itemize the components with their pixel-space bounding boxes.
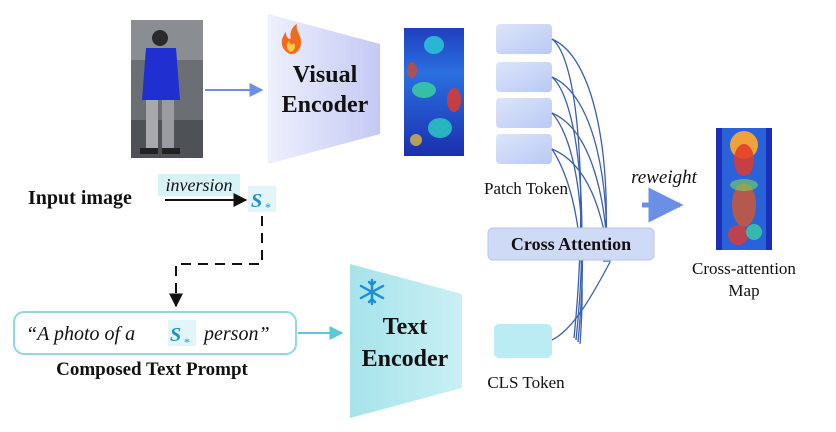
patch-token [496, 62, 552, 92]
output-label-line2: Map [728, 281, 759, 300]
prompt-caption: Composed Text Prompt [56, 359, 248, 380]
visual-encoder-title-line2: Encoder [282, 92, 369, 118]
input-image-photo [131, 20, 203, 158]
patch-token [496, 98, 552, 128]
svg-text:*: * [184, 335, 190, 349]
prompt-text-before: “A photo of a [26, 323, 135, 345]
fire-icon [281, 24, 302, 55]
cls-token-label: CLS Token [487, 373, 565, 392]
patch-token [496, 24, 552, 54]
dashed-arrow [169, 216, 263, 308]
pseudo-token-subscript: * [265, 200, 271, 214]
snowflake-icon [359, 278, 385, 306]
visual-feature-heatmap [404, 28, 464, 156]
cross-attention-label: Cross Attention [511, 234, 631, 254]
text-encoder-title-line2: Encoder [362, 346, 449, 372]
inversion-highlight [158, 174, 240, 196]
inversion-label: inversion [166, 175, 233, 195]
cross-attention-box [487, 227, 655, 261]
patch-token-label: Patch Token [484, 179, 568, 198]
svg-text:S: S [170, 324, 181, 346]
input-image-label: Input image [28, 187, 132, 209]
cls-token [494, 324, 552, 358]
patch-token-stack [496, 24, 552, 164]
text-encoder-title-line1: Text [383, 314, 427, 340]
prompt-text-after: person” [202, 323, 270, 345]
pseudo-token: S * [248, 186, 276, 214]
patch-token [496, 134, 552, 164]
prompt-box [13, 311, 297, 355]
text-encoder-block [350, 264, 462, 418]
output-label-line1: Cross-attention [692, 259, 796, 278]
reweight-label: reweight [631, 167, 698, 188]
cross-attention-map [716, 128, 772, 250]
visual-encoder-title-line1: Visual [293, 62, 358, 88]
prompt-pseudo-token: S * [168, 320, 196, 349]
pseudo-token-symbol: S [251, 190, 262, 212]
